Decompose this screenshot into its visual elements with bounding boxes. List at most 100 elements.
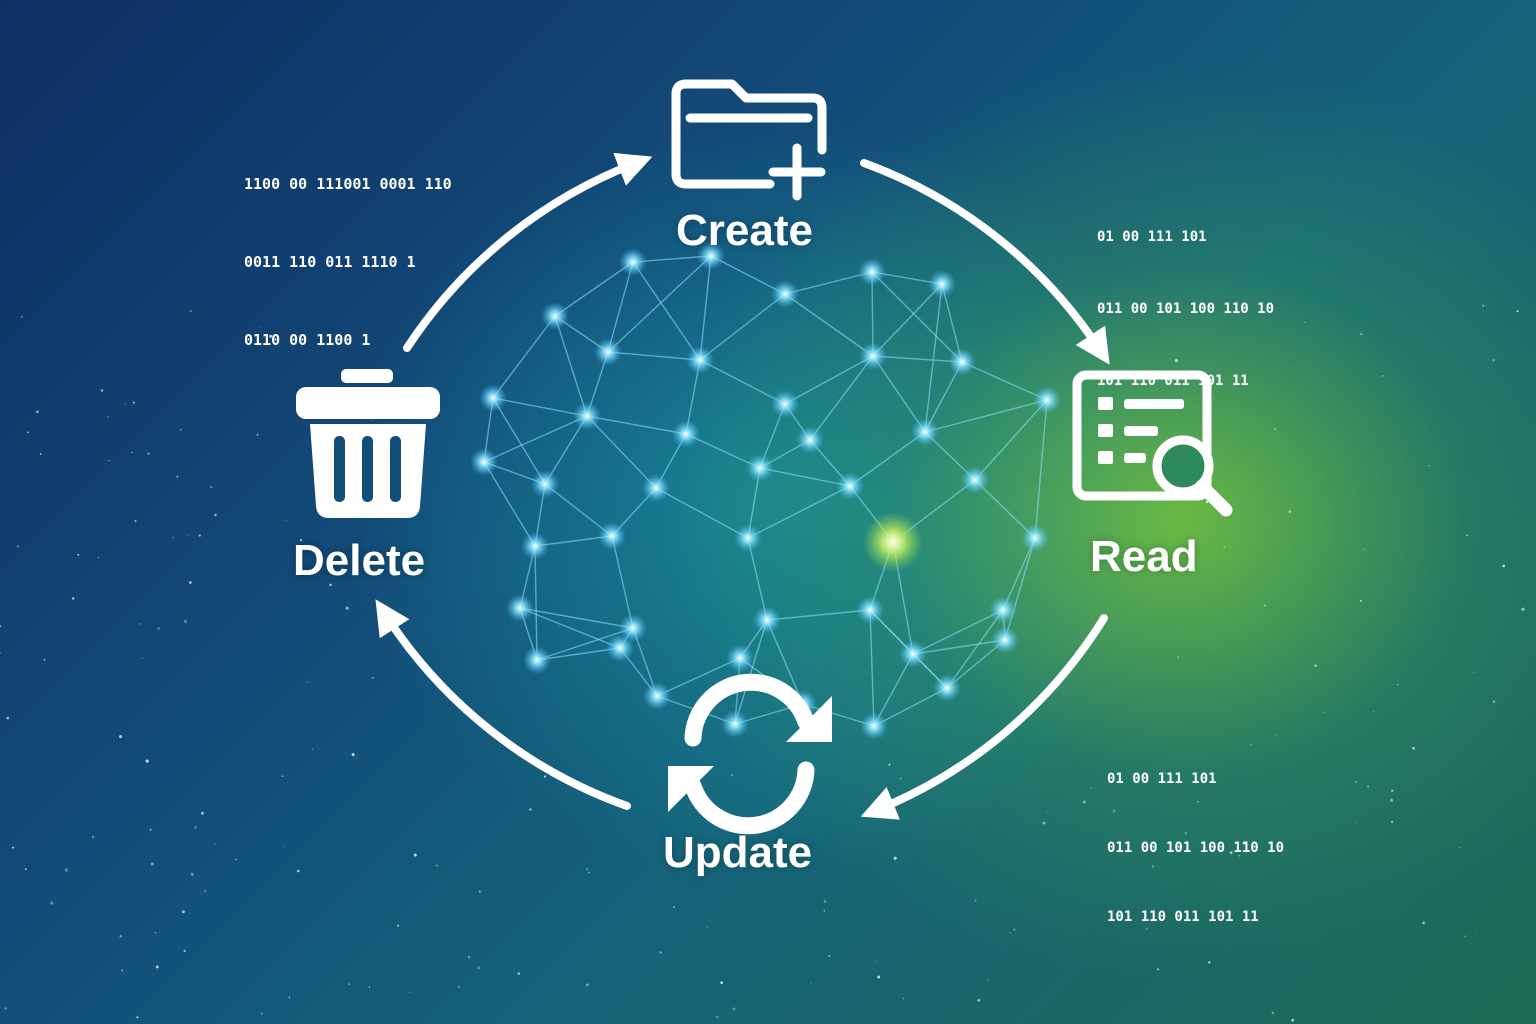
network-node [642,474,670,502]
star [214,513,217,517]
star [12,846,14,849]
network-node [686,346,714,374]
star [1151,865,1155,868]
network-link [483,415,588,463]
star [27,431,29,434]
star [1229,851,1233,855]
refresh-icon [668,673,832,835]
binary-line: 01 00 111 101 [1097,229,1207,245]
star [260,1012,263,1015]
star [1466,534,1469,537]
binary-text-top-left: 1100 00 111001 0001 110 0011 110 011 111… [244,119,452,379]
star [1354,822,1356,824]
network-node [771,390,799,418]
star [281,775,284,777]
network-node [598,522,626,550]
star [0,651,2,654]
network-node [933,674,961,702]
star [1242,841,1246,845]
star [213,843,216,846]
star [1396,683,1399,686]
network-link [734,619,768,725]
star [1391,821,1394,823]
star [285,519,287,521]
create-label: Create [676,206,813,255]
network-node [619,248,647,276]
star [21,316,23,318]
star [155,965,159,969]
star [974,899,977,902]
star [673,906,676,908]
network-links [483,255,1048,727]
network-link [946,609,1004,689]
network-node [836,472,864,500]
network-link [586,415,657,489]
star [1174,358,1178,363]
star [1381,374,1384,377]
star [1502,564,1505,568]
star [256,433,259,436]
star [1516,310,1519,313]
star [131,451,133,454]
network-link [1034,399,1048,539]
star [1412,746,1415,750]
network-link [961,361,1048,401]
document-search-icon [1072,370,1233,517]
network-link [607,261,634,353]
arrow-delete-to-create [403,152,653,352]
network-link [759,467,851,487]
arrow-update-to-delete [375,599,631,810]
star [1274,428,1277,430]
star [1391,789,1394,792]
network-link [655,487,749,539]
network-node [989,596,1017,624]
network-link [872,355,963,363]
network-node [899,640,927,668]
star [586,868,589,871]
star [1213,398,1215,400]
network-link [912,609,1004,655]
star [810,982,812,984]
star [368,986,371,988]
star [121,969,124,972]
star [296,869,300,873]
network-link [536,627,634,661]
network-link [492,397,588,417]
star [457,985,461,989]
network-link [871,271,963,363]
star [132,401,135,404]
star [117,937,120,939]
star [1082,800,1086,804]
star [108,459,110,462]
star [107,416,109,418]
binary-line: 0011 110 011 1110 1 [244,253,416,271]
star [6,716,10,720]
star [172,536,174,539]
network-link [632,261,701,361]
star [182,910,185,914]
star [39,453,42,455]
star [1271,1011,1275,1015]
star [176,475,179,478]
star [1492,700,1496,704]
star [235,858,237,861]
star [1223,546,1226,548]
star [1372,710,1374,713]
network-link [766,619,804,705]
star [258,326,260,328]
star [1172,553,1174,555]
star [77,553,80,556]
network-node [856,596,884,624]
star [1208,961,1211,964]
star [50,901,54,905]
network-link [924,283,943,433]
star [97,556,100,559]
star [189,309,193,313]
network-node [523,646,551,674]
star [351,753,355,757]
star [585,983,589,987]
star [467,956,471,959]
star [720,981,723,985]
star [715,1015,719,1019]
network-node [911,418,939,446]
